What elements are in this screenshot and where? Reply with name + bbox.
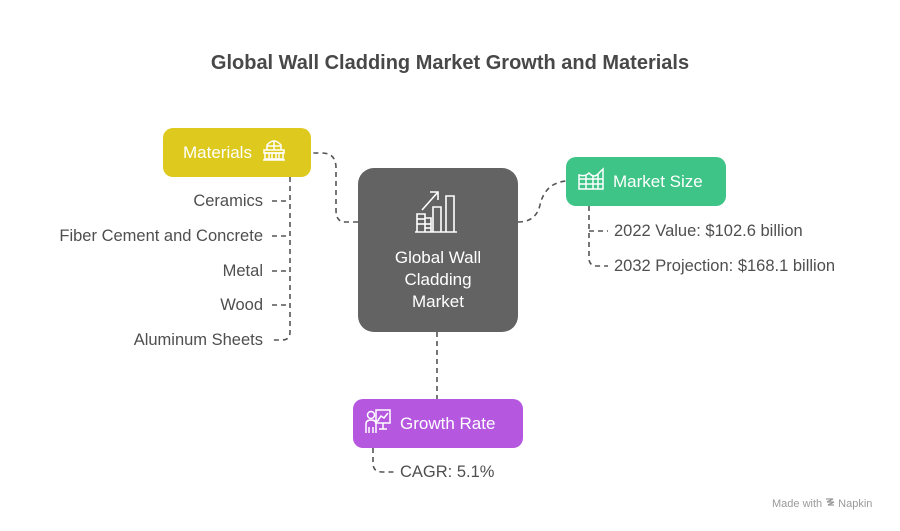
growth-rate-item-cagr: CAGR: 5.1% (400, 463, 495, 481)
materials-item-metal: Metal (222, 262, 263, 280)
materials-item-aluminum: Aluminum Sheets (133, 331, 263, 349)
area-chart-table-icon (577, 167, 605, 196)
materials-item-wood: Wood (220, 296, 263, 314)
market-size-item-2032: 2032 Projection: $168.1 billion (614, 257, 836, 275)
market-size-trunk (588, 206, 608, 267)
presenter-chart-icon (364, 407, 392, 440)
market-size-label: Market Size (613, 171, 703, 191)
napkin-logo-icon (825, 497, 835, 510)
growth-rate-node[interactable]: Growth Rate (353, 399, 523, 448)
made-with-text: Made with (772, 497, 823, 510)
growth-trunk (372, 448, 396, 473)
materials-node[interactable]: Materials (163, 128, 311, 177)
diagram-title: Global Wall Cladding Market Growth and M… (210, 52, 690, 74)
footer-watermark[interactable]: Made with Napkin (772, 497, 872, 510)
market-size-node[interactable]: Market Size (566, 157, 726, 206)
market-size-item-2022: 2022 Value: $102.6 billion (614, 222, 803, 240)
materials-item-fiber-cement: Fiber Cement and Concrete (59, 227, 263, 245)
materials-item-ceramics: Ceramics (193, 192, 263, 210)
center-node[interactable]: Global Wall Cladding Market (358, 168, 518, 332)
napkin-brand-text: Napkin (838, 497, 873, 510)
growth-bar-chart-icon (413, 188, 463, 239)
center-label: Global Wall Cladding Market (394, 248, 482, 311)
balcony-icon (261, 137, 287, 168)
materials-trunk (272, 177, 291, 341)
connector-center-materials (311, 152, 358, 223)
growth-rate-label: Growth Rate (400, 413, 496, 433)
connector-center-market-size (517, 180, 567, 223)
materials-label: Materials (183, 142, 252, 162)
